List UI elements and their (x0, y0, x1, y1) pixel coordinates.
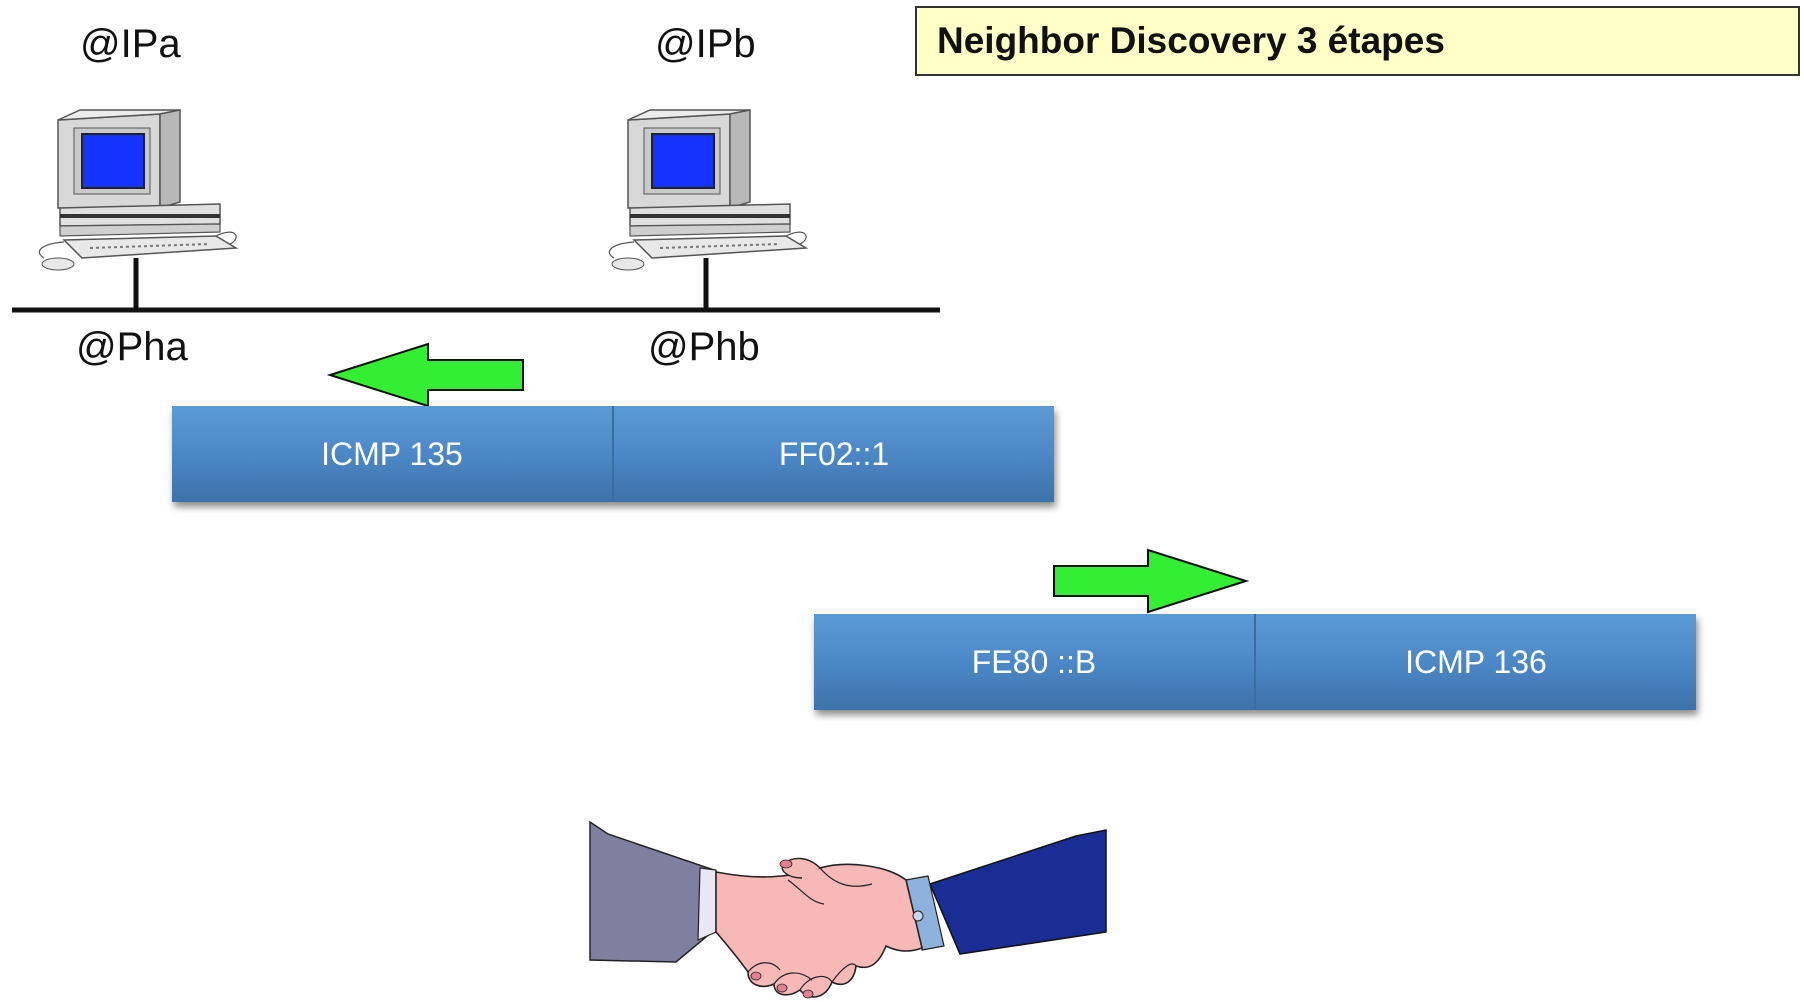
arrow-left-icon (326, 342, 524, 408)
frame-field-label: ICMP 135 (321, 435, 463, 472)
host-a-ip-label: @IPa (80, 22, 181, 66)
frame-field-label: ICMP 136 (1405, 643, 1547, 680)
frame-field-label: FF02::1 (778, 435, 890, 472)
computer-b (608, 109, 809, 271)
frame-field-label: FE80 ::B (971, 643, 1097, 680)
frame-field: ICMP 135 (172, 406, 612, 502)
handshake-icon (589, 820, 1107, 999)
desktop-computer-icon (38, 109, 239, 271)
frame-field: ICMP 136 (1254, 614, 1696, 710)
frame-neighbor-solicitation: ICMP 135 FF02::1 (172, 406, 1054, 502)
host-b-ip-label: @IPb (655, 22, 756, 66)
frame-field: FF02::1 (612, 406, 1054, 502)
arrow-right-icon (1053, 548, 1250, 614)
diagram-title-text: Neighbor Discovery 3 étapes (937, 20, 1445, 61)
host-b-phys-label: @Phb (648, 325, 760, 369)
diagram-title: Neighbor Discovery 3 étapes (915, 6, 1800, 76)
frame-field: FE80 ::B (814, 614, 1254, 710)
frame-neighbor-advertisement: FE80 ::B ICMP 136 (814, 614, 1696, 710)
computer-a (38, 109, 239, 271)
desktop-computer-icon (608, 109, 809, 271)
host-a-phys-label: @Pha (76, 325, 188, 369)
